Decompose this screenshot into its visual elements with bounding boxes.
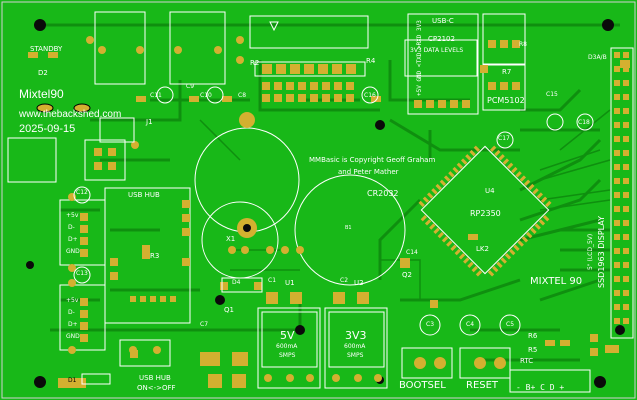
label-c7: C7 bbox=[200, 321, 209, 328]
label-c17: C17 bbox=[498, 135, 510, 142]
label-r3: R3 bbox=[150, 252, 160, 260]
label-3v3-box: 3V3 bbox=[345, 329, 367, 342]
label-standby: STANDBY bbox=[30, 45, 63, 53]
label-u2: U2 bbox=[354, 279, 364, 287]
watermark-site: www.thebackshed.com bbox=[19, 109, 122, 120]
label-c8: C8 bbox=[238, 92, 247, 99]
label-c14: C14 bbox=[406, 249, 418, 256]
label-bootsel: BOOTSEL bbox=[399, 380, 446, 391]
label-usb-hub: USB HUB bbox=[128, 191, 160, 199]
label-rtc-pins: - B+ C D + bbox=[516, 383, 565, 392]
label-q2: Q2 bbox=[402, 271, 412, 279]
label-d1: D1 bbox=[68, 377, 77, 384]
label-r8: R8 bbox=[519, 41, 527, 48]
label-d4: D4 bbox=[232, 279, 241, 286]
label-ssd-display: SSD1963 DISPLAY bbox=[597, 215, 606, 288]
label-c12: C12 bbox=[76, 189, 88, 196]
label-c13: C13 bbox=[76, 270, 88, 277]
label-c1: C1 bbox=[268, 277, 277, 284]
label-5v-smps-b: SMPS bbox=[279, 352, 296, 359]
label-copyright-2: and Peter Mather bbox=[338, 168, 399, 176]
label-mixtel90: MIXTEL 90 bbox=[530, 276, 583, 287]
label-usb-c: USB-C bbox=[432, 17, 454, 25]
pin-label-5v-b: +5v bbox=[66, 297, 79, 304]
label-u1: U1 bbox=[285, 279, 295, 287]
pin-label-dplus-b: D+ bbox=[68, 321, 78, 328]
label-r7: R7 bbox=[502, 68, 512, 76]
label-c2: C2 bbox=[340, 277, 349, 284]
pin-label-dminus-b: D- bbox=[68, 309, 75, 316]
label-r5: R5 bbox=[528, 346, 538, 354]
pin-label-dminus-a: D- bbox=[68, 224, 75, 231]
label-d2: D2 bbox=[38, 69, 48, 77]
label-r6: R6 bbox=[528, 332, 538, 340]
watermark-date: 2025-09-15 bbox=[19, 123, 76, 135]
label-c3: C3 bbox=[426, 321, 435, 328]
usb-sockets-top bbox=[94, 11, 526, 115]
watermark-name: Mixtel90 bbox=[19, 87, 64, 101]
label-lk2: LK2 bbox=[476, 245, 489, 253]
pin-label-dplus-a: D+ bbox=[68, 236, 78, 243]
label-b1: B1 bbox=[345, 225, 352, 231]
label-r2: R2 bbox=[250, 59, 260, 67]
copper-traces bbox=[40, 23, 620, 362]
label-r4: R4 bbox=[366, 57, 376, 65]
label-rp2350: RP2350 bbox=[470, 209, 501, 218]
label-c10: C10 bbox=[200, 92, 212, 99]
label-5v-smps-a: 600mA bbox=[276, 343, 298, 350]
label-c5: C5 bbox=[506, 321, 515, 328]
pin-label-gnd-b: GND bbox=[66, 333, 80, 340]
label-reset: RESET bbox=[466, 380, 499, 391]
label-c4: C4 bbox=[466, 321, 475, 328]
label-ssd-sub: 5" (LCD_5V) bbox=[587, 233, 594, 270]
label-c18: C18 bbox=[578, 119, 590, 126]
label-c15: C15 bbox=[546, 91, 558, 98]
label-cp2102: CP2102 bbox=[428, 35, 455, 43]
label-data-levels: 3V3 DATA LEVELS bbox=[410, 47, 464, 54]
label-j1: J1 bbox=[146, 118, 153, 126]
label-3v3-smps-a: 600mA bbox=[344, 343, 366, 350]
label-copyright-1: MMBasic is Copyright Geoff Graham bbox=[309, 156, 436, 164]
label-q1: Q1 bbox=[224, 306, 234, 314]
label-cr2032: CR2032 bbox=[367, 189, 399, 198]
label-usb-hub-bottom: USB HUB bbox=[139, 374, 171, 382]
label-5v-box: 5V bbox=[280, 329, 295, 342]
label-c9: C9 bbox=[186, 83, 195, 90]
label-c16: C16 bbox=[364, 92, 376, 99]
label-pcm5102: PCM5102 bbox=[487, 96, 525, 105]
label-serial-pins: +5V GND <TXD >RXD 3V3 bbox=[416, 20, 423, 96]
label-rtc: RTC bbox=[520, 357, 534, 365]
label-d3ab: D3A/B bbox=[588, 54, 607, 61]
label-3v3-smps-b: SMPS bbox=[347, 352, 364, 359]
label-u4: U4 bbox=[485, 187, 495, 195]
rp2350-chip bbox=[418, 145, 552, 277]
label-on-off: ON<->OFF bbox=[137, 384, 176, 392]
pin-label-gnd-a: GND bbox=[66, 248, 80, 255]
label-c11: C11 bbox=[150, 92, 162, 99]
pin-label-5v-a: +5v bbox=[66, 212, 79, 219]
label-x1: X1 bbox=[226, 235, 236, 243]
